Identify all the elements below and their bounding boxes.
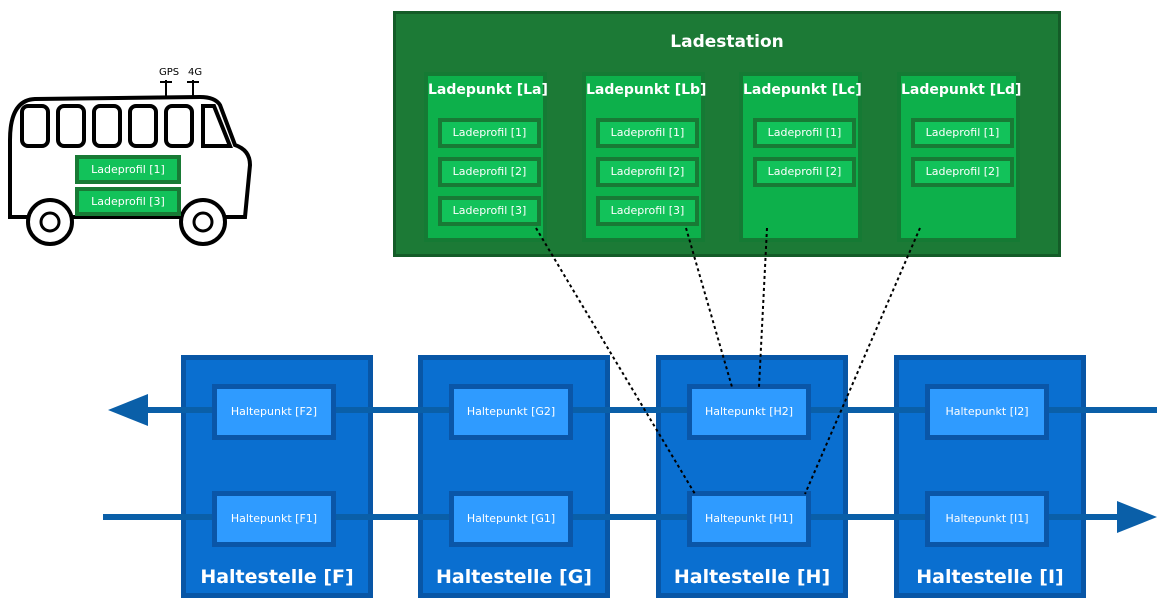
ladeprofil: Ladeprofil [3] [438,196,541,226]
arrow-right-icon [1117,501,1157,533]
bus-window [164,104,194,148]
antenna-gps-label: GPS [159,67,180,78]
haltepunkt-f1: Haltepunkt [F1] [212,491,336,547]
bus-windshield [201,104,233,148]
arrow-left-icon [108,394,148,426]
ladeprofil: Ladeprofil [2] [596,157,699,187]
ladepunkt-ld: Ladepunkt [Ld] Ladeprofil [1] Ladeprofil… [897,72,1022,242]
haltestelle-title: Haltestelle [H] [673,566,831,588]
connection-lb-h2 [685,227,733,388]
ladeprofil: Ladeprofil [1] [596,118,699,148]
antenna-4g-label: 4G [188,67,203,78]
haltepunkt-i1: Haltepunkt [I1] [925,491,1049,547]
bus-ladeprofil-1: Ladeprofil [1] [75,155,181,184]
haltestelle-title: Haltestelle [G] [436,566,592,588]
ladeprofil: Ladeprofil [2] [753,157,856,187]
haltepunkt-h1: Haltepunkt [H1] [687,491,811,547]
connection-la-h1 [535,227,696,495]
ladeprofil: Ladeprofil [1] [753,118,856,148]
haltepunkt-i2: Haltepunkt [I2] [925,384,1049,440]
ladeprofil: Ladeprofil [3] [596,196,699,226]
ladepunkt-lc: Ladepunkt [Lc] Ladeprofil [1] Ladeprofil… [739,72,862,242]
ladepunkt-la: Ladepunkt [La] Ladeprofil [1] Ladeprofil… [424,72,548,242]
ladepunkt-lb: Ladepunkt [Lb] Ladeprofil [1] Ladeprofil… [582,72,707,242]
haltestelle-f: Haltestelle [F] [181,355,373,598]
connection-ld-h1 [804,227,921,495]
haltestelle-title: Haltestelle [I] [916,566,1064,588]
ladeprofil: Ladeprofil [1] [438,118,541,148]
ladeprofil: Ladeprofil [1] [911,118,1014,148]
bus-illustration [8,80,253,246]
haltestelle-title: Haltestelle [F] [200,566,354,588]
haltepunkt-h2: Haltepunkt [H2] [687,384,811,440]
bus-window [20,104,50,148]
ladestation: Ladestation Ladepunkt [La] Ladeprofil [1… [393,11,1061,257]
bus-ladeprofil-3: Ladeprofil [3] [75,187,181,216]
bus-window [92,104,122,148]
ladepunkt-title: Ladepunkt [Ld] [901,82,1022,98]
haltepunkt-g2: Haltepunkt [G2] [449,384,573,440]
ladepunkt-title: Ladepunkt [Lb] [586,82,707,98]
ladepunkt-title: Ladepunkt [La] [428,82,548,98]
haltepunkt-g1: Haltepunkt [G1] [449,491,573,547]
ladepunkt-title: Ladepunkt [Lc] [743,82,862,98]
ladestation-title: Ladestation [670,32,784,52]
bus-window [128,104,158,148]
ladeprofil: Ladeprofil [2] [911,157,1014,187]
haltepunkt-f2: Haltepunkt [F2] [212,384,336,440]
connection-lc-h2 [758,227,768,388]
bus-window [56,104,86,148]
ladeprofil: Ladeprofil [2] [438,157,541,187]
